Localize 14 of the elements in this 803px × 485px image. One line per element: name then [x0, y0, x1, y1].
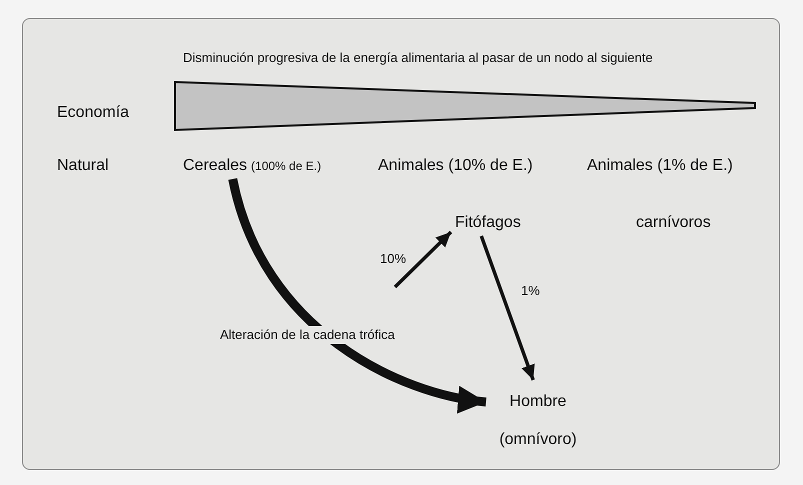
arrow	[480, 235, 535, 381]
node-label: Cereales	[183, 157, 248, 174]
node-label: Fitófagos	[455, 213, 521, 233]
edge-label: Alteración de la cadena trófica	[218, 326, 397, 344]
caption-text: Disminución progresiva de la energía alimentaria al pasar de un nodo al siguiente	[183, 49, 653, 67]
arrow	[394, 230, 452, 288]
node-sublabel: (100% de E.)	[251, 159, 322, 173]
node-label: carnívoros	[636, 213, 711, 233]
node-label: Hombre (omnívoro)	[490, 383, 586, 459]
arrow	[228, 178, 487, 412]
row-label: Economía	[57, 103, 130, 123]
row-label: Natural	[57, 156, 109, 176]
column-label: Animales (1% de E.)	[587, 156, 733, 176]
column-label: Animales (10% de E.)	[378, 156, 533, 176]
